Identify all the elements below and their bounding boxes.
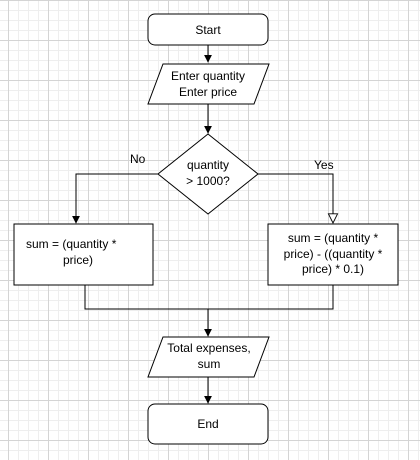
edge-decision-yes: [258, 173, 333, 223]
output-node-line-2: sum: [198, 357, 221, 371]
yes-branch-line-3: price) * 0.1): [302, 262, 364, 276]
edge-label-yes: Yes: [314, 158, 334, 172]
edges: [72, 45, 334, 404]
end-node-label: End: [197, 417, 218, 431]
edge-label-no: No: [130, 152, 146, 166]
end-node[interactable]: End: [147, 403, 269, 445]
output-node[interactable]: Total expenses, sum: [147, 336, 270, 378]
start-node-label: Start: [195, 23, 221, 37]
no-branch-process[interactable]: sum = (quantity * price): [13, 223, 154, 286]
edge-yes-branch-down: [208, 285, 334, 310]
input-node-line-2: Enter price: [179, 85, 237, 99]
start-node[interactable]: Start: [147, 13, 269, 46]
decision-node[interactable]: quantity > 1000?: [157, 133, 259, 215]
edge-no-branch-down: [84, 285, 208, 310]
no-branch-line-2: price): [63, 253, 93, 267]
no-branch-line-1: sum = (quantity *: [26, 237, 117, 251]
input-node[interactable]: Enter quantity Enter price: [147, 63, 270, 105]
decision-node-line-2: > 1000?: [186, 174, 230, 188]
yes-branch-process[interactable]: sum = (quantity * price) - ((quantity * …: [267, 223, 399, 286]
yes-branch-line-1: sum = (quantity *: [288, 231, 379, 245]
yes-branch-line-2: price) - ((quantity *: [284, 247, 383, 261]
edge-decision-no: [72, 173, 158, 224]
decision-node-line-1: quantity: [187, 158, 229, 172]
output-node-line-1: Total expenses,: [167, 341, 250, 355]
input-node-line-1: Enter quantity: [171, 69, 245, 83]
